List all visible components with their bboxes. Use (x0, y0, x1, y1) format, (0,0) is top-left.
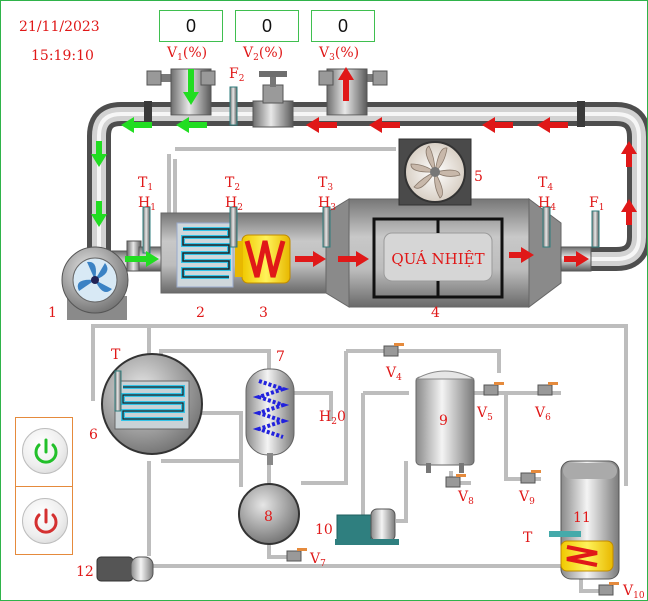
stop-button[interactable] (22, 498, 68, 544)
component-2-label: 2 (196, 305, 205, 321)
v7-label: V7 (309, 551, 326, 569)
date-display: 21/11/2023 (19, 19, 100, 35)
f1-label: F1 (589, 195, 604, 213)
v8-label: V8 (457, 489, 474, 507)
v1-readout[interactable]: 0 (159, 10, 223, 42)
control-panel (15, 417, 73, 555)
water-label: H20 (319, 409, 346, 427)
t1-label: T1 (138, 175, 153, 193)
v9-label: V9 (518, 489, 535, 507)
component-12-label: 12 (76, 564, 94, 580)
v10-label: V10 (622, 583, 645, 601)
t-condenser-label: T (111, 347, 121, 363)
power-icon (34, 508, 58, 534)
component-7-label: 7 (276, 349, 285, 365)
v1-label: V1(%) (166, 45, 207, 63)
component-3-label: 3 (259, 305, 268, 321)
component-10-label: 10 (315, 522, 333, 538)
v6-label: V6 (534, 405, 551, 423)
component-6-label: 6 (89, 427, 98, 443)
t4-label: T4 (538, 175, 553, 193)
v2-label: V2(%) (242, 45, 283, 63)
h2-label: H2 (225, 195, 243, 213)
v3-readout[interactable]: 0 (311, 10, 375, 42)
t3-label: T3 (318, 175, 333, 193)
component-4-label: 4 (431, 305, 440, 321)
component-8-label: 8 (264, 509, 273, 525)
power-icon (34, 438, 58, 464)
component-11-label: 11 (573, 510, 591, 526)
component-1-label: 1 (48, 305, 57, 321)
t2-label: T2 (225, 175, 240, 193)
v5-label: V5 (476, 405, 493, 423)
chamber-label: QUÁ NHIỆT (391, 250, 484, 268)
v4-label: V4 (385, 365, 402, 383)
v3-label: V3(%) (318, 45, 359, 63)
start-button[interactable] (22, 428, 68, 474)
v2-readout[interactable]: 0 (235, 10, 299, 42)
h1-label: H1 (138, 195, 156, 213)
component-5-label: 5 (474, 169, 483, 185)
f2-label: F2 (229, 66, 244, 84)
h3-label: H3 (318, 195, 336, 213)
t-tank-label: T (523, 530, 533, 546)
component-9-label: 9 (439, 413, 448, 429)
time-display: 15:19:10 (31, 48, 94, 64)
h4-label: H4 (538, 195, 556, 213)
